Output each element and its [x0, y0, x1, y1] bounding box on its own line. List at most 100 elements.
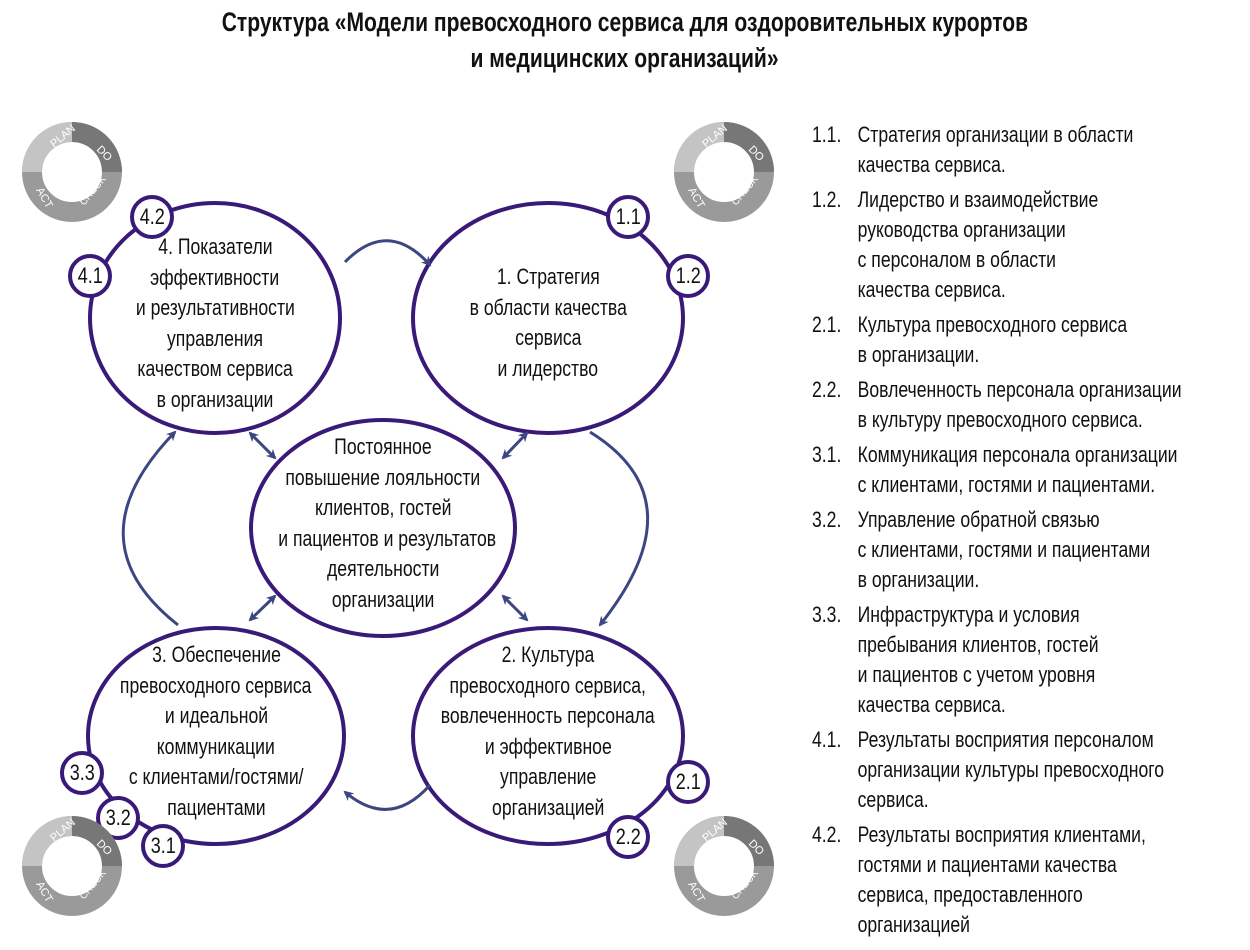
legend-item-number: 1.1. — [812, 122, 842, 147]
text-line: и идеальной — [164, 703, 268, 728]
ellipse-strategy — [411, 201, 685, 435]
arrow-4-to-1 — [343, 239, 432, 267]
text-line: с клиентами/гостями/ — [128, 764, 304, 789]
legend-item: 3.1. Коммуникация персонала организации с … — [812, 440, 1182, 500]
text-line: и результативности — [135, 295, 295, 320]
legend-item-text: организацией — [857, 912, 970, 937]
legend-item-text: Лидерство и взаимодействие — [857, 187, 1099, 212]
ellipse-indicators — [88, 201, 342, 435]
ellipse-service-text: 3. Обеспечение превосходного сервиса и и… — [88, 640, 344, 823]
text-line: в области качества — [469, 294, 627, 320]
legend-item: 4.2. Результаты восприятия клиентами, гост… — [812, 820, 1182, 940]
legend-item-text: пребывания клиентов, гостей — [857, 632, 1099, 657]
arrow-center-1 — [501, 431, 529, 460]
ellipse-culture — [411, 626, 685, 846]
text-line: и эффективное — [484, 733, 612, 759]
text-line: превосходного сервиса — [120, 672, 312, 698]
text-line: и пациентов и результатов — [278, 525, 497, 551]
badge-4-2: 4.2 — [139, 204, 165, 229]
diagram-title: Структура «Модели превосходного сервиса … — [0, 4, 1250, 76]
legend-item-number: 3.3. — [812, 602, 842, 627]
legend-item: 1.2. Лидерство и взаимодействие руководств… — [812, 185, 1182, 305]
legend-item-text: в культуру превосходного сервиса. — [857, 407, 1143, 432]
legend-item-text: Вовлеченность персонала организации — [857, 377, 1182, 402]
badge-3-1: 3.1 — [150, 833, 176, 858]
arrow-1-to-2 — [589, 430, 650, 627]
legend-item-text: в организации. — [857, 567, 980, 592]
text-line: качеством сервиса — [137, 356, 293, 381]
text-line: управления — [167, 325, 263, 351]
legend-item-text: Культура превосходного сервиса — [857, 312, 1128, 337]
legend-item: 3.3. Инфраструктура и условия пребывания к… — [812, 600, 1182, 720]
text-line: сервиса — [514, 325, 582, 350]
text-line: в организации — [156, 386, 274, 412]
text-line: клиентов, гостей — [314, 495, 452, 520]
legend-item-text: Результаты восприятия персоналом — [857, 727, 1154, 752]
ellipse-strategy-text: 1. Стратегия в области качества сервиса … — [413, 262, 683, 384]
text-line: пациентами — [166, 794, 266, 820]
legend-item-number: 1.2. — [812, 187, 842, 212]
badge-1-1: 1.1 — [615, 204, 641, 229]
pdca-cycle-icon: PLAN DO CHECK ACT — [22, 122, 122, 222]
ellipse-center — [249, 418, 517, 638]
badge-2-1: 2.1 — [675, 769, 701, 794]
pdca-cycle-icon: PLAN DO CHECK ACT — [22, 816, 122, 916]
legend-item-text: Коммуникация персонала организации — [857, 442, 1178, 467]
text-line: 4. Показатели — [157, 234, 273, 259]
text-line: и лидерство — [497, 355, 599, 381]
text-line: управление — [499, 764, 597, 789]
text-line: 1. Стратегия — [496, 264, 600, 289]
title-line-1: Структура «Модели превосходного сервиса … — [221, 7, 1029, 37]
badge-1-2: 1.2 — [675, 263, 701, 288]
arrow-center-3 — [248, 594, 277, 622]
ellipse-culture-text: 2. Культура превосходного сервиса, вовле… — [413, 640, 683, 823]
arrow-3-to-4 — [121, 430, 179, 627]
legend-item-number: 4.2. — [812, 822, 842, 847]
legend-item-text: гостями и пациентами качества — [857, 852, 1117, 877]
text-line: 2. Культура — [501, 642, 595, 667]
legend-item-number: 3.1. — [812, 442, 842, 467]
legend-item-text: и пациентов с учетом уровня — [857, 662, 1096, 687]
legend-item-text: руководства организации — [857, 217, 1066, 242]
badge-4-1: 4.1 — [77, 263, 103, 288]
text-line: Постоянное — [334, 434, 432, 459]
pdca-cycle-icon: PLAN DO CHECK ACT — [674, 816, 774, 916]
text-line: организации — [331, 586, 435, 612]
legend-item-text: Управление обратной связью — [857, 507, 1100, 532]
text-line: организацией — [491, 794, 605, 820]
legend-item: 2.2. Вовлеченность персонала организации в… — [812, 375, 1182, 435]
legend-item-text: в организации. — [857, 342, 980, 367]
legend-item-number: 2.1. — [812, 312, 842, 337]
legend-item-text: Инфраструктура и условия — [857, 602, 1080, 627]
arrow-center-2 — [501, 594, 529, 622]
legend-item-text: качества сервиса. — [857, 692, 1006, 717]
text-line: вовлеченность персонала — [441, 703, 655, 728]
legend-list: 1.1. Стратегия организации в области качес… — [812, 120, 1182, 945]
ellipse-center-text: Постоянное повышение лояльности клиентов… — [251, 432, 515, 615]
text-line: коммуникации — [156, 733, 276, 759]
legend-item-text: Стратегия организации в области — [857, 122, 1134, 147]
legend-item: 2.1. Культура превосходного сервиса в орга… — [812, 310, 1182, 370]
legend-item-text: с персоналом в области — [857, 247, 1057, 272]
legend-item-number: 3.2. — [812, 507, 842, 532]
text-line: превосходного сервиса, — [449, 672, 647, 698]
text-line: деятельности — [326, 556, 440, 581]
pdca-cycle-icon: PLAN DO CHECK ACT — [674, 122, 774, 222]
legend-item-text: Результаты восприятия клиентами, — [857, 822, 1146, 847]
badge-2-2: 2.2 — [615, 824, 641, 849]
legend-item-text: качества сервиса. — [857, 277, 1006, 302]
legend-item-number: 2.2. — [812, 377, 842, 402]
ellipse-service — [86, 626, 346, 846]
arrow-2-to-3 — [343, 784, 432, 811]
legend-item-text: с клиентами, гостями и пациентами. — [857, 472, 1156, 497]
badge-3-3: 3.3 — [69, 760, 95, 785]
legend-item-number: 4.1. — [812, 727, 842, 752]
text-line: эффективности — [150, 264, 280, 290]
badge-3-2: 3.2 — [105, 805, 131, 830]
legend-item-text: сервиса. — [857, 787, 929, 812]
